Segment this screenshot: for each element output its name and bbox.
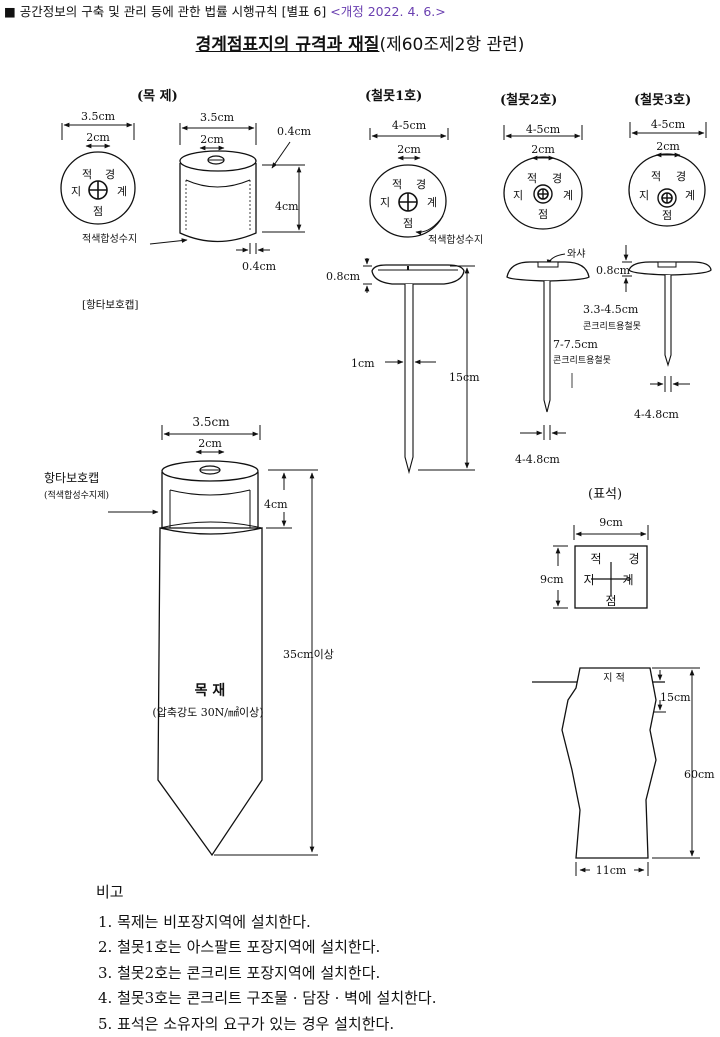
stone-side-view xyxy=(562,668,656,858)
wood-cap-height-label: 4cm xyxy=(275,200,299,213)
nail1-group: (철못1호) 4-5cm 2cm 적 경 지 계 점 적색합성수지 0.8cm … xyxy=(326,88,483,472)
nail3-width-label: 4-5cm xyxy=(651,118,686,131)
wood-side-width-label: 3.5cm xyxy=(200,111,235,124)
nail2-width-label: 4-5cm xyxy=(526,123,561,136)
mark-char: 경 xyxy=(628,552,639,566)
mark-char: 지 xyxy=(583,573,594,587)
notes-title: 비고 xyxy=(96,880,437,906)
mark-char: 점 xyxy=(605,594,616,608)
post-total-height-label: 35cm이상 xyxy=(283,648,334,661)
nail3-bottom-label: 4-4.8cm xyxy=(634,408,679,421)
mark-char: 점 xyxy=(403,217,413,230)
nail1-head-height-label: 0.8cm xyxy=(326,270,361,283)
boundary-marker-diagram: (목 제) 3.5cm 2cm 적 경 지 계 점 적색합성수지 xyxy=(0,0,720,880)
nail1-length-label: 15cm xyxy=(449,371,480,384)
mark-char: 지 xyxy=(639,189,649,202)
post-cap-height-label: 4cm xyxy=(264,498,288,511)
mark-char: 적 xyxy=(527,172,537,185)
nail3-length-label: 3.3-4.5cm xyxy=(583,303,639,316)
post-top-width-label: 3.5cm xyxy=(192,415,230,429)
wood-inner-width-label: 2cm xyxy=(86,131,110,144)
stone-heading: (표석) xyxy=(588,487,622,502)
mark-char: 점 xyxy=(662,209,672,222)
big-post-group: 3.5cm 2cm 항타보호캡 (적색합성수지제) 4cm 35cm이상 목 재… xyxy=(44,415,334,855)
post-cap-material: (적색합성수지제) xyxy=(44,489,109,501)
wood-side-inner-label: 2cm xyxy=(200,133,224,146)
wood-side-view: 3.5cm 2cm 0.4cm 4cm 0.4cm xyxy=(180,111,312,273)
mark-char: 점 xyxy=(538,208,548,221)
stone-height-label: 9cm xyxy=(540,573,564,586)
nail3-heading: (철못3호) xyxy=(634,92,691,108)
wood-top-view: 3.5cm 2cm 적 경 지 계 점 적색합성수지 xyxy=(61,110,187,245)
mark-char: 지 xyxy=(513,189,523,202)
mark-char: 적 xyxy=(651,170,661,183)
mark-char: 적 xyxy=(82,168,92,181)
stone-length-label: 60cm xyxy=(684,768,715,781)
note-item: 2. 철못1호는 아스팔트 포장지역에 설치한다. xyxy=(96,935,437,961)
note-item: 4. 철못3호는 콘크리트 구조물 · 담장 · 벽에 설치한다. xyxy=(96,986,437,1012)
stone-group: (표석) 9cm 적 경 지 계 점 9cm 지 적 15cm 60cm 11c… xyxy=(532,487,715,877)
mark-char: 적 xyxy=(392,178,402,191)
nail1-shaft-diameter-label: 1cm xyxy=(351,357,375,370)
note-item: 1. 목제는 비포장지역에 설치한다. xyxy=(96,910,437,936)
mark-char: 계 xyxy=(622,573,633,587)
nail2-washer-label: 와샤 xyxy=(567,248,585,260)
nail1-inner-label: 2cm xyxy=(397,143,421,156)
stone-upper-label: 15cm xyxy=(660,691,691,704)
nail3-group: (철못3호) 4-5cm 2cm 적 경 지 계 점 0.8cm 3.3-4.5… xyxy=(583,92,711,421)
wood-wall-thickness-label: 0.4cm xyxy=(277,125,312,138)
note-item: 5. 표석은 소유자의 요구가 있는 경우 설치한다. xyxy=(96,1012,437,1037)
nail3-length-note: 콘크리트용철못 xyxy=(583,321,641,332)
mark-char: 지 xyxy=(380,196,390,209)
nail3-head-height-label: 0.8cm xyxy=(596,264,631,277)
nail2-length-label: 7-7.5cm xyxy=(553,338,598,351)
wood-bottom-wall-label: 0.4cm xyxy=(242,260,277,273)
nail1-width-label: 4-5cm xyxy=(392,119,427,132)
mark-char: 지 xyxy=(71,185,81,198)
wood-material-label: 적색합성수지 xyxy=(82,233,137,245)
wood-top-width-label: 3.5cm xyxy=(81,110,116,123)
nail2-heading: (철못2호) xyxy=(500,92,557,108)
stone-base-label: 11cm xyxy=(596,864,627,877)
wood-marker-heading: (목 제) xyxy=(137,89,178,104)
mark-char: 경 xyxy=(676,170,686,183)
post-body-label: 목 재 xyxy=(195,683,226,699)
post-inner-label: 2cm xyxy=(198,437,222,450)
wood-marker-group: (목 제) 3.5cm 2cm 적 경 지 계 점 적색합성수지 xyxy=(61,89,312,311)
stone-width-label: 9cm xyxy=(599,516,623,529)
mark-char: 적 xyxy=(590,552,601,566)
note-item: 3. 철못2호는 콘크리트 포장지역에 설치한다. xyxy=(96,961,437,987)
nail2-inner-label: 2cm xyxy=(531,143,555,156)
nail2-length-note: 콘크리트용철못 xyxy=(553,355,611,366)
mark-char: 경 xyxy=(105,168,115,181)
nail2-bottom-label: 4-4.8cm xyxy=(515,453,560,466)
mark-char: 점 xyxy=(93,205,103,218)
mark-char: 경 xyxy=(552,172,562,185)
mark-char: 경 xyxy=(416,178,426,191)
mark-char: 계 xyxy=(685,189,695,202)
mark-char: 계 xyxy=(427,196,437,209)
nail1-material-label: 적색합성수지 xyxy=(428,234,483,246)
wood-cap-caption: [항타보호캡] xyxy=(82,299,139,311)
stone-side-top-label: 지 적 xyxy=(603,672,625,684)
mark-char: 계 xyxy=(563,189,573,202)
notes-section: 비고 1. 목제는 비포장지역에 설치한다. 2. 철못1호는 아스팔트 포장지… xyxy=(96,880,437,1037)
nail1-heading: (철못1호) xyxy=(365,88,422,104)
post-body-note: (압축강도 30N/㎟이상) xyxy=(152,706,263,719)
nail3-inner-label: 2cm xyxy=(656,140,680,153)
post-cap-label: 항타보호캡 xyxy=(44,471,99,485)
nail2-group: (철못2호) 4-5cm 2cm 적 경 지 계 점 와샤 7-7.5cm 콘크… xyxy=(500,92,611,466)
mark-char: 계 xyxy=(117,185,127,198)
